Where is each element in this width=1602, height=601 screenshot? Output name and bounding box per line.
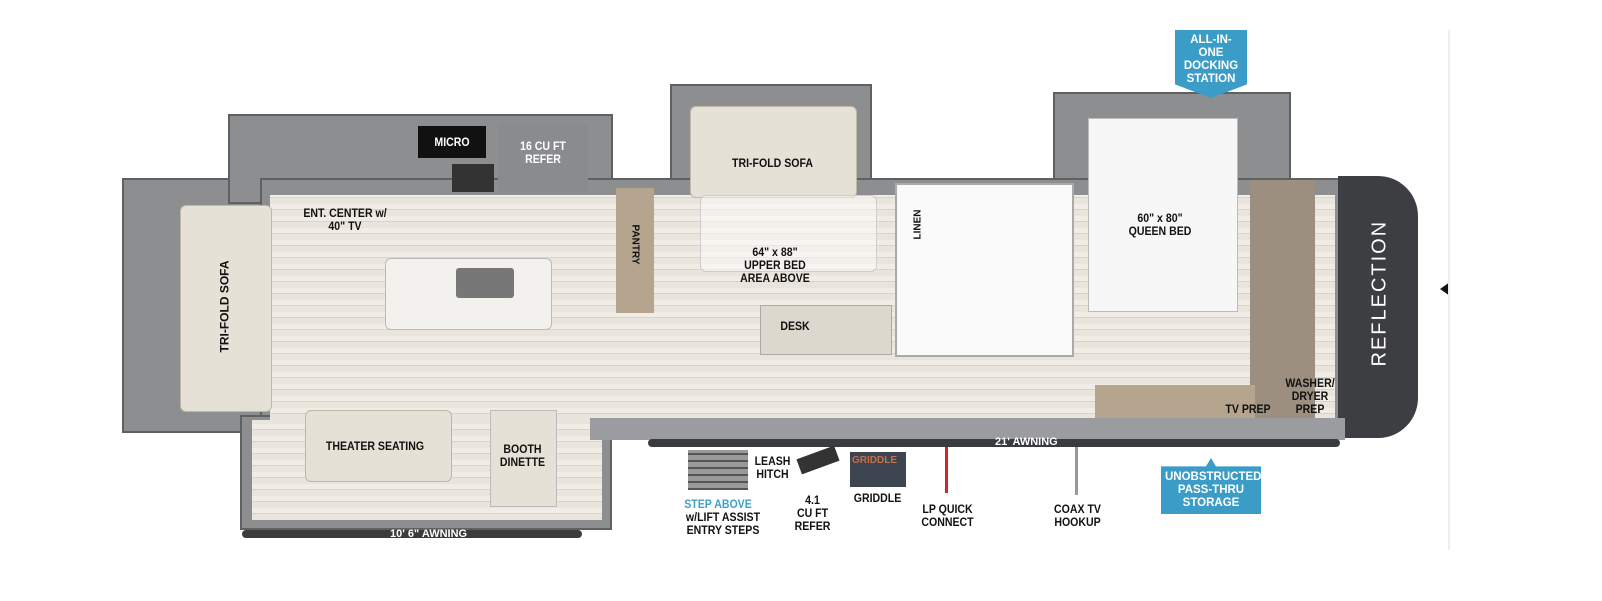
micro-label: MICRO — [434, 135, 470, 149]
upper-bed-label: 64" x 88" UPPER BED AREA ABOVE — [740, 245, 810, 285]
coax-hookup-label: COAX TV HOOKUP — [1054, 502, 1101, 529]
brand-logo: REFLECTION — [1368, 219, 1391, 367]
rear-awning[interactable] — [242, 530, 582, 538]
booth-dinette — [490, 410, 557, 507]
queen-bed-label: 60" x 80" QUEEN BED — [1128, 211, 1192, 238]
lp-line — [945, 447, 948, 493]
griddle-box — [850, 452, 906, 487]
entry-steps — [688, 450, 748, 490]
mid-tri-fold-sofa — [690, 106, 857, 198]
refer41-label: 4.1 CU FT REFER — [794, 493, 831, 533]
rear-awning-label: 10' 6" AWNING — [390, 528, 468, 540]
mid-sofa-label: TRI-FOLD SOFA — [732, 156, 813, 170]
pin-marker-icon — [1440, 282, 1450, 296]
docking-station-badge: ALL-IN-ONE DOCKING STATION — [1175, 30, 1247, 98]
upper-bed-area — [700, 195, 877, 272]
front-cap — [1338, 176, 1418, 438]
bathroom — [895, 183, 1074, 357]
outdoor-bar — [1095, 385, 1255, 420]
kingpin-line — [1448, 30, 1450, 550]
microwave — [418, 126, 486, 158]
main-awning[interactable] — [648, 439, 1340, 447]
pass-thru-storage-badge: UNOBSTRUCTED PASS-THRU STORAGE — [1161, 458, 1261, 514]
ent-center-label: ENT. CENTER w/ 40" TV — [303, 206, 387, 233]
pantry-cabinet — [616, 188, 654, 313]
queen-bed — [1088, 118, 1238, 312]
desk-label: DESK — [780, 319, 810, 333]
left-sofa-label: TRI-FOLD SOFA — [217, 260, 232, 353]
refer16-label: 16 CU FT REFER — [520, 139, 566, 166]
refrigerator — [498, 124, 588, 192]
washer-dryer-label: WASHER/ DRYER PREP — [1285, 376, 1335, 416]
theater-seating — [305, 410, 452, 482]
griddle-label: GRIDDLE — [853, 491, 902, 505]
dinette-label: BOOTH DINETTE — [499, 442, 546, 469]
cooktop-icon — [452, 164, 494, 192]
griddle-box-label: GRIDDLE — [852, 455, 897, 466]
tv-prep-label: TV PREP — [1225, 402, 1271, 416]
lift-assist-steps-label: w/LIFT ASSIST ENTRY STEPS — [685, 510, 761, 537]
outdoor-refer — [796, 445, 840, 475]
front-storage-cabinet — [1250, 180, 1315, 420]
exterior-storage-strip — [590, 418, 1345, 440]
theater-label: THEATER SEATING — [325, 439, 425, 453]
desk — [760, 305, 892, 355]
coax-line — [1075, 447, 1078, 495]
step-above-label: STEP ABOVE — [684, 497, 752, 511]
sink-icon — [456, 268, 514, 298]
pantry-label: PANTRY — [629, 224, 641, 265]
leash-hitch-label: LEASH HITCH — [754, 454, 791, 481]
left-tri-fold-sofa — [180, 205, 272, 412]
main-awning-label: 21' AWNING — [995, 436, 1058, 448]
linen-label: LINEN — [912, 209, 924, 240]
lp-quick-connect-label: LP QUICK CONNECT — [921, 502, 974, 529]
